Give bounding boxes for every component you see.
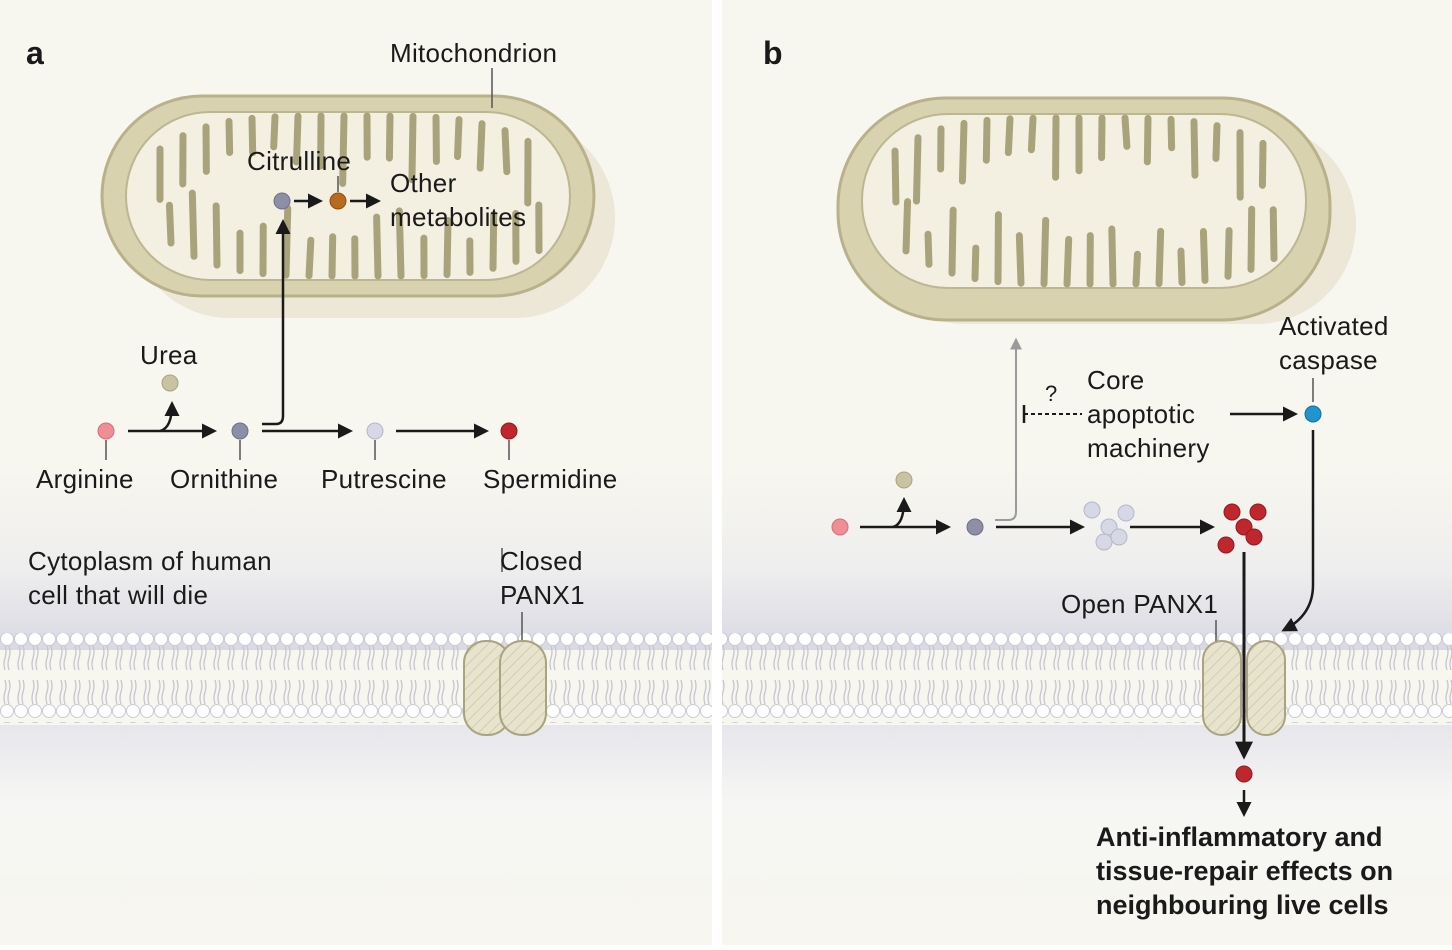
crista-fold bbox=[505, 131, 507, 172]
crista-fold bbox=[216, 206, 217, 265]
crista-fold bbox=[986, 120, 987, 160]
crista-fold bbox=[389, 116, 390, 158]
crista-fold bbox=[309, 240, 311, 276]
crista-fold bbox=[1019, 236, 1021, 284]
crista-fold bbox=[1171, 119, 1172, 147]
crista-fold bbox=[928, 234, 929, 264]
panel-divider bbox=[712, 0, 722, 945]
caspase-label-1: Activated bbox=[1279, 311, 1389, 341]
ornithine-label: Ornithine bbox=[170, 464, 278, 494]
crista-fold bbox=[1273, 210, 1274, 259]
crista-fold bbox=[1159, 231, 1161, 283]
other-metabolites-label-2: metabolites bbox=[390, 202, 526, 232]
cytoplasm-label-1: Cytoplasm of human bbox=[28, 546, 272, 576]
urea-label: Urea bbox=[140, 340, 198, 370]
citrulline-product-molecule bbox=[330, 193, 346, 209]
effects-label-1: Anti-inflammatory and bbox=[1096, 822, 1383, 852]
crista-fold bbox=[895, 151, 896, 202]
crista-fold bbox=[906, 202, 908, 251]
crista-fold bbox=[1228, 231, 1229, 277]
arginine-label: Arginine bbox=[36, 464, 134, 494]
citrulline-molecule bbox=[274, 193, 290, 209]
crista-fold bbox=[192, 193, 194, 256]
cytoplasm-shading-b bbox=[722, 470, 1452, 650]
arginine-molecule-b bbox=[832, 519, 848, 535]
crista-fold bbox=[1262, 143, 1263, 185]
open-panx1-label: Open PANX1 bbox=[1061, 589, 1218, 619]
crista-fold bbox=[1203, 232, 1205, 281]
closed-panx1-label-2: PANX1 bbox=[500, 580, 585, 610]
crista-fold bbox=[975, 248, 976, 278]
panel-a: a Mitochondrion Citrulline Other metabol… bbox=[0, 0, 712, 945]
crista-fold bbox=[169, 205, 171, 243]
crista-fold bbox=[1251, 209, 1252, 269]
crista-fold bbox=[1216, 126, 1217, 159]
caspase-molecule bbox=[1305, 406, 1321, 422]
crista-fold bbox=[1067, 239, 1069, 284]
urea-molecule bbox=[162, 375, 178, 391]
crista-fold bbox=[952, 210, 953, 273]
other-metabolites-label-1: Other bbox=[390, 168, 457, 198]
putrescine-label: Putrescine bbox=[321, 464, 447, 494]
cell-membrane-a bbox=[0, 633, 712, 723]
core-label-1: Core bbox=[1087, 365, 1145, 395]
cell-membrane-b bbox=[722, 633, 1452, 723]
crista-fold bbox=[962, 123, 964, 181]
arginine-molecule bbox=[98, 423, 114, 439]
crista-fold bbox=[916, 138, 918, 201]
crista-fold bbox=[1194, 122, 1195, 176]
crista-fold bbox=[1147, 118, 1148, 161]
ornithine-molecule bbox=[232, 423, 248, 439]
crista-fold bbox=[480, 124, 482, 168]
caspase-label-2: caspase bbox=[1279, 345, 1378, 375]
crista-fold bbox=[377, 217, 378, 276]
effects-label-2: tissue-repair effects on bbox=[1096, 856, 1393, 886]
crista-fold bbox=[1008, 119, 1010, 153]
crista-fold bbox=[1112, 229, 1113, 284]
closed-panx1-channel bbox=[464, 641, 546, 735]
panel-a-letter: a bbox=[26, 35, 44, 71]
citrulline-label: Citrulline bbox=[247, 146, 351, 176]
crista-fold bbox=[1044, 220, 1046, 283]
panel-b-letter: b bbox=[763, 35, 783, 71]
question-mark: ? bbox=[1045, 381, 1058, 406]
effects-label-3: neighbouring live cells bbox=[1096, 890, 1389, 920]
spermidine-label: Spermidine bbox=[483, 464, 618, 494]
panel-b: b ? Core apoptotic machinery Activated c… bbox=[722, 0, 1452, 945]
cytoplasm-label-2: cell that will die bbox=[28, 580, 208, 610]
spermidine-molecule bbox=[501, 423, 517, 439]
released-spermidine-molecule bbox=[1236, 766, 1252, 782]
crista-fold bbox=[1181, 251, 1182, 283]
putrescine-molecule bbox=[367, 423, 383, 439]
mitochondrion-b bbox=[838, 98, 1356, 324]
closed-panx1-label-1: Closed bbox=[500, 546, 583, 576]
mitochondrion-label: Mitochondrion bbox=[390, 38, 557, 68]
mitochondrion-a bbox=[102, 96, 615, 318]
ornithine-molecule-b bbox=[967, 519, 983, 535]
crista-fold bbox=[332, 237, 333, 276]
crista-fold bbox=[286, 208, 288, 275]
crista-fold bbox=[458, 120, 459, 157]
crista-fold bbox=[274, 117, 275, 147]
core-label-2: apoptotic bbox=[1087, 399, 1195, 429]
crista-fold bbox=[1125, 118, 1127, 146]
urea-molecule-b bbox=[896, 472, 912, 488]
extracellular-shading bbox=[0, 725, 712, 945]
crista-fold bbox=[229, 121, 230, 152]
crista-fold bbox=[1031, 118, 1033, 150]
core-label-3: machinery bbox=[1087, 433, 1210, 463]
crista-fold bbox=[1136, 254, 1137, 284]
